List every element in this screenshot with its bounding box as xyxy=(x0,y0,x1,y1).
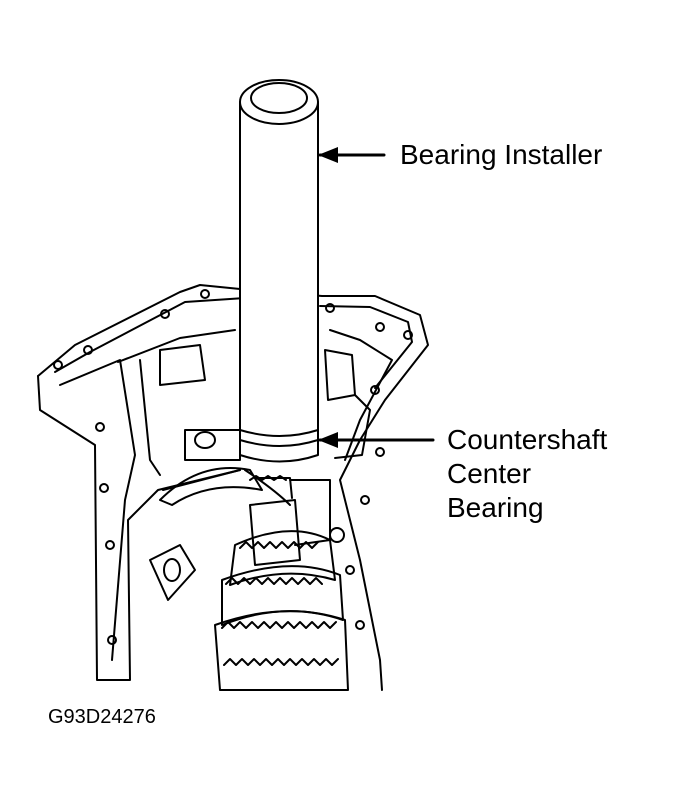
label-bearing: Bearing xyxy=(447,492,544,523)
label-center: Center xyxy=(447,458,532,489)
transmission-case xyxy=(37,284,429,691)
label-bearing-installer: Bearing Installer xyxy=(400,139,603,170)
label-countershaft: Countershaft xyxy=(447,424,608,455)
leader-arrows xyxy=(318,147,435,448)
figure-code: G93D24276 xyxy=(48,706,156,728)
bearing-installer-tool xyxy=(239,79,319,463)
countershaft-gear-cluster xyxy=(214,475,349,691)
countershaft-center-bearing xyxy=(244,469,293,506)
